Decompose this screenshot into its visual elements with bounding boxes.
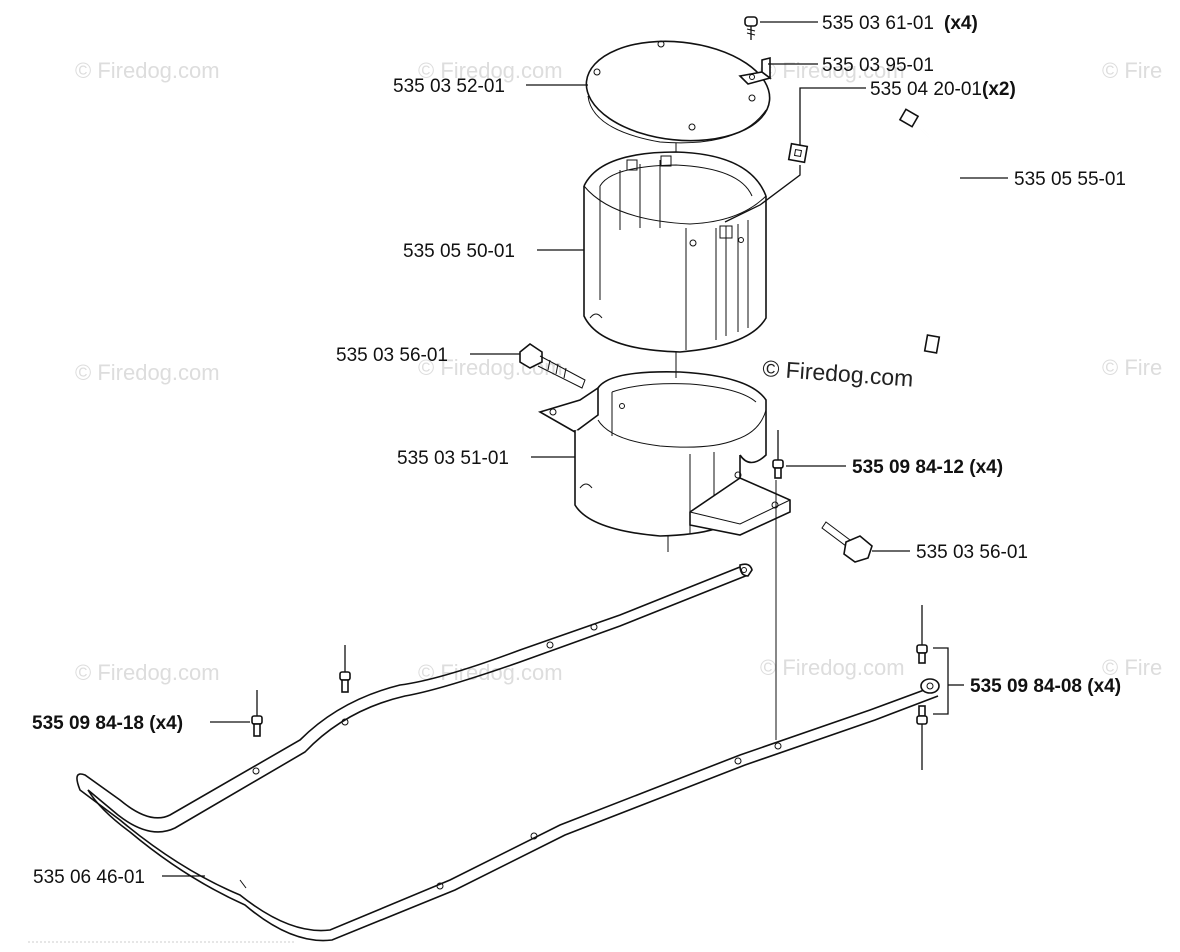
callout-bracket: 535 03 95-01 [822, 55, 934, 76]
rivet-short [772, 430, 784, 479]
callout-cover: 535 03 52-01 [393, 76, 505, 97]
watermark-main: © Firedog.com [762, 355, 915, 391]
watermark: © Fire [1102, 58, 1162, 83]
watermark: © Firedog.com [760, 58, 905, 83]
frame-bar [76, 563, 940, 942]
rivet-medium [916, 705, 928, 770]
callout-rivet-long: 535 09 84-18 (x4) [32, 713, 183, 734]
watermark: © Firedog.com [75, 58, 220, 83]
callout-bolt-left: 535 03 56-01 [336, 345, 448, 366]
watermark: © Firedog.com [760, 655, 905, 680]
callout-holder: 535 03 51-01 [397, 448, 509, 469]
callout-screw: 535 03 61-01 (x4) [822, 13, 978, 34]
battery-holder [537, 371, 791, 537]
callout-nut: 535 04 20-01(x2) [870, 79, 1016, 100]
callout-quantity: (x2) [982, 79, 1016, 100]
leader-lines [162, 21, 1008, 877]
rivet-long [339, 645, 351, 693]
screw [744, 16, 758, 40]
callout-housing: 535 05 50-01 [403, 241, 515, 262]
callout-rivet-short: 535 09 84-12 (x4) [852, 457, 1003, 478]
watermark: © Fire [1102, 655, 1162, 680]
callout-quantity: (x4) [944, 13, 978, 34]
bolt-right [821, 521, 873, 563]
watermark: © Firedog.com [75, 660, 220, 685]
battery-housing [583, 151, 767, 353]
callout-cable: 535 05 55-01 [1014, 169, 1126, 190]
callout-rivet-medium: 535 09 84-08 (x4) [970, 676, 1121, 697]
watermark-layer: © Firedog.com © Firedog.com © Firedog.co… [75, 58, 1162, 685]
rivet-medium [916, 605, 928, 664]
cover-plate [585, 40, 771, 144]
callout-part-number: 535 03 61-01 [822, 13, 934, 34]
square-nut [787, 142, 809, 164]
callout-frame: 535 06 46-01 [33, 867, 145, 888]
watermark: © Firedog.com [418, 58, 563, 83]
watermark: © Fire [1102, 355, 1162, 380]
cable [898, 108, 962, 354]
rivet-long [251, 690, 263, 737]
bracket [738, 56, 772, 85]
bolt-left [519, 343, 586, 389]
callout-bolt-right: 535 03 56-01 [916, 542, 1028, 563]
callout-part-number: 535 04 20-01 [870, 79, 982, 100]
watermark: © Firedog.com [75, 360, 220, 385]
